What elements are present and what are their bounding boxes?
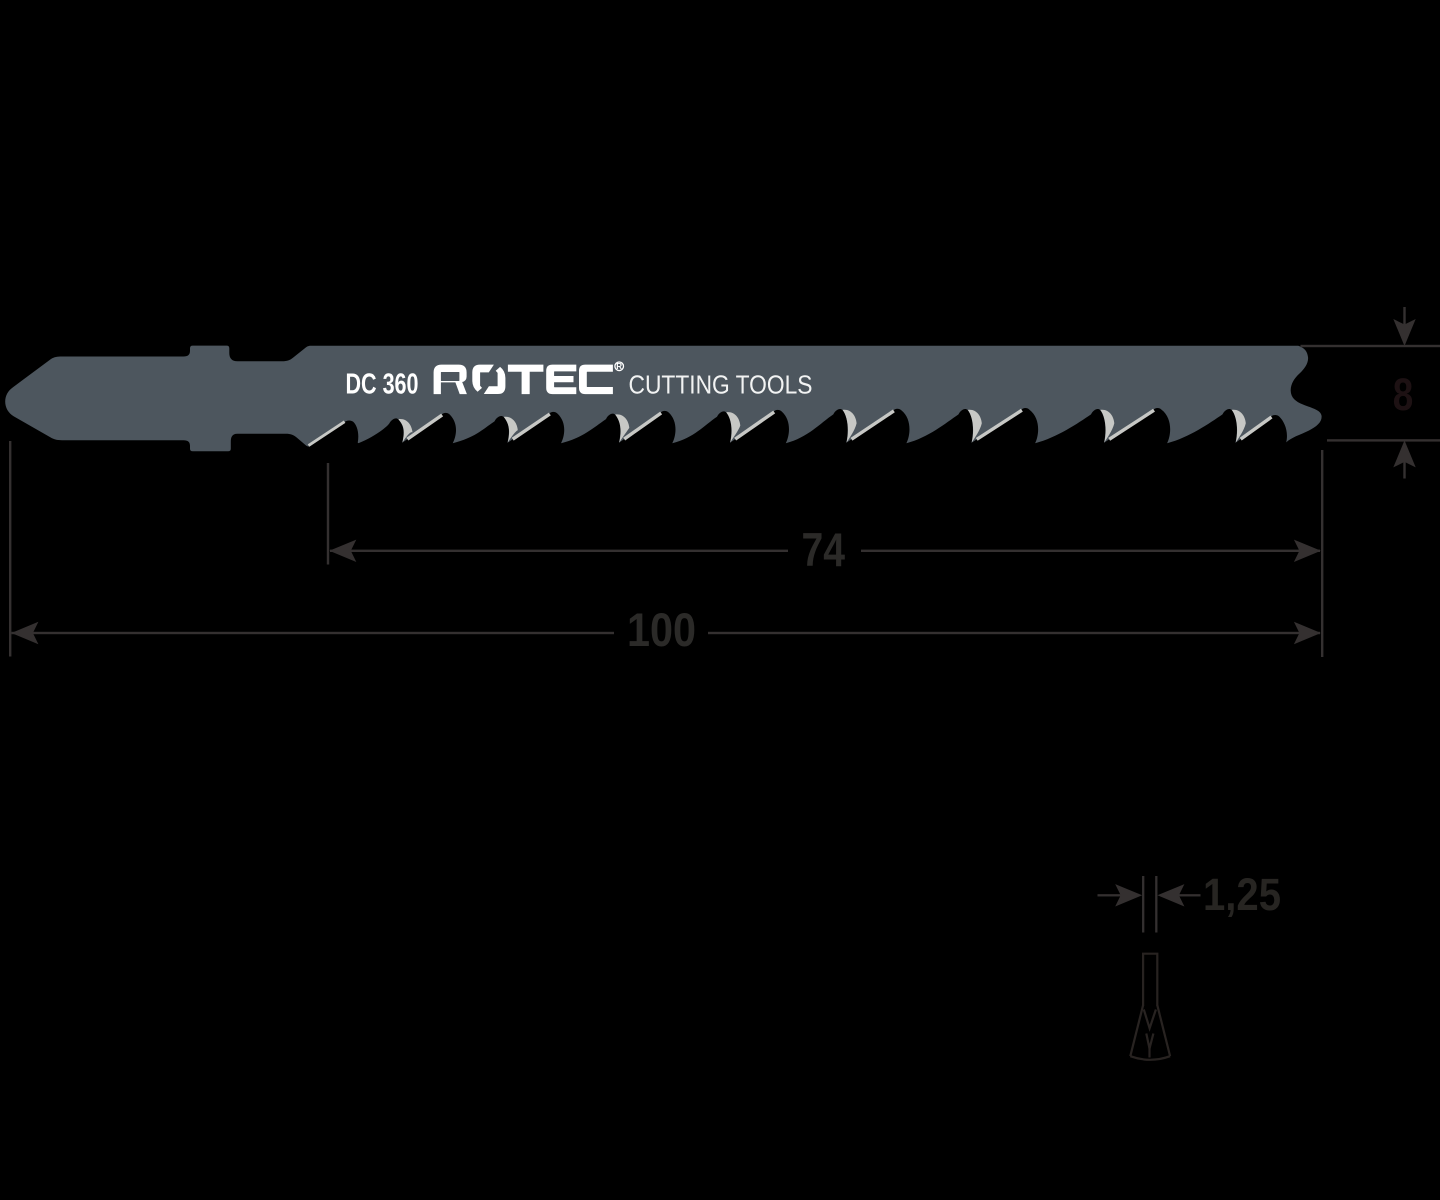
svg-text:CUTTING TOOLS: CUTTING TOOLS: [629, 370, 813, 400]
svg-text:1,25: 1,25: [1203, 869, 1281, 920]
svg-text:74: 74: [802, 524, 846, 577]
svg-text:8: 8: [1393, 369, 1414, 420]
svg-text:DC 360: DC 360: [346, 369, 419, 401]
svg-text:100: 100: [627, 604, 696, 657]
svg-text:R: R: [616, 362, 622, 371]
